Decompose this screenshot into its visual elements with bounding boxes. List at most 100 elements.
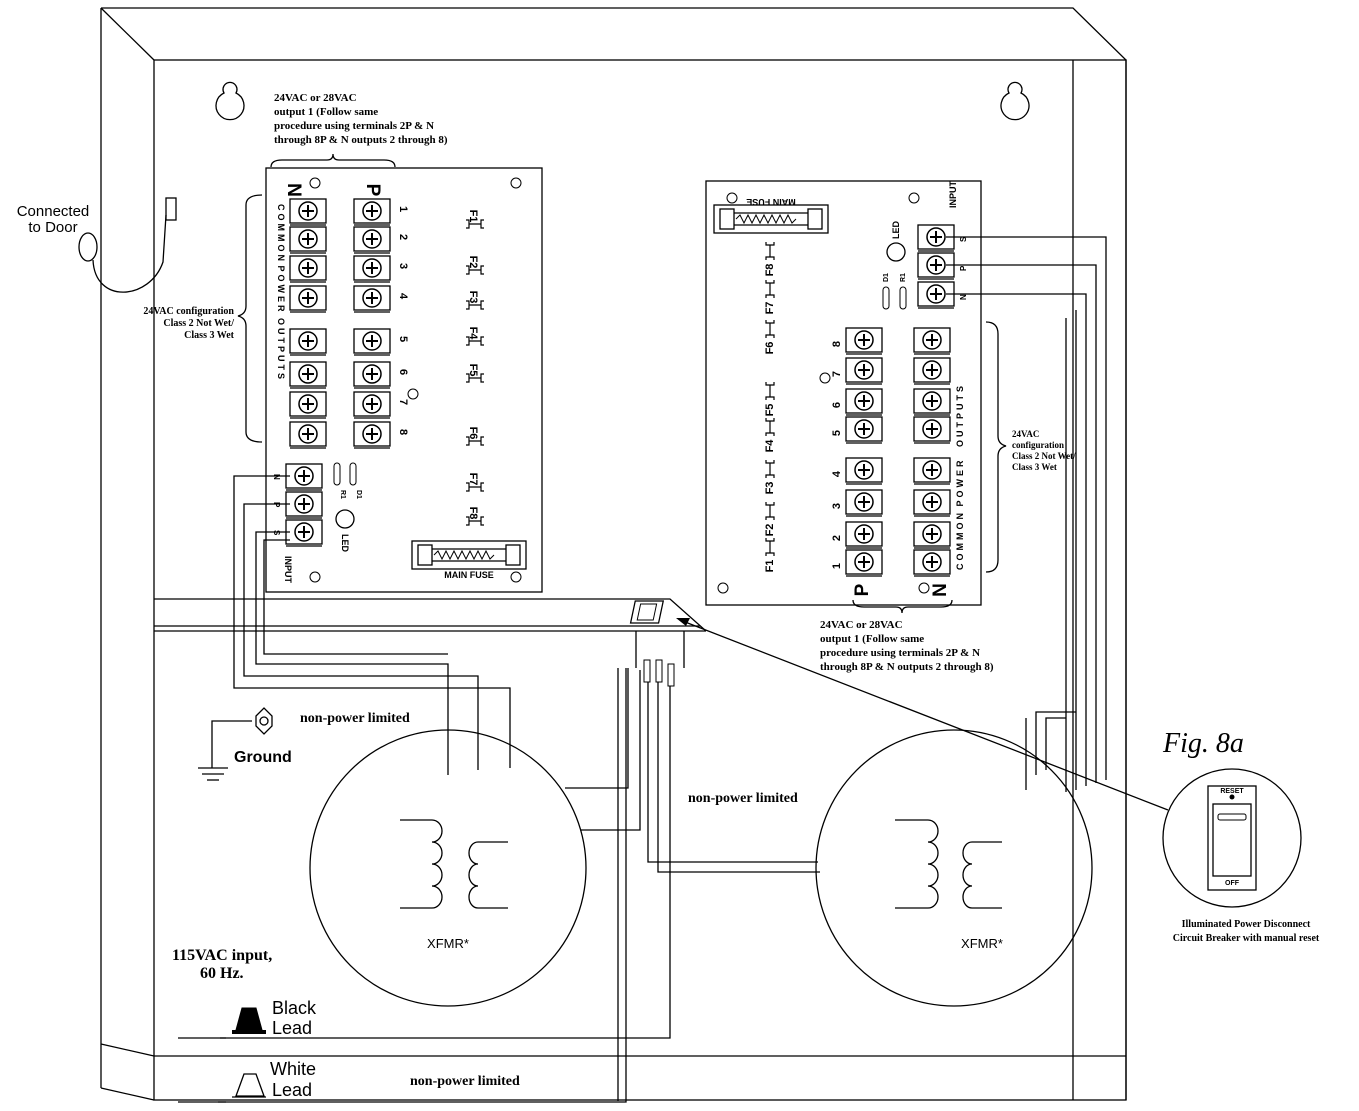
right-p-terminal-4 <box>845 457 883 485</box>
left-p-terminal-2 <box>353 226 391 254</box>
ground-icon <box>198 707 273 781</box>
right-fuse-label-f8: F8 <box>764 264 776 277</box>
left-output-number-3: 3 <box>397 263 409 269</box>
right-fuse-f2 <box>765 502 775 520</box>
right-fuse-f1 <box>765 538 775 556</box>
right-fuse-label-f7: F7 <box>764 302 776 315</box>
right-output-number-1: 1 <box>831 563 843 569</box>
left-power-label: POWER <box>276 265 286 314</box>
transformer-left <box>309 729 587 1007</box>
right-output-number-8: 8 <box>831 341 843 347</box>
connected-label: Connected <box>17 203 90 220</box>
left-fuse-f8 <box>466 516 484 526</box>
left-n-terminal-2 <box>289 226 327 254</box>
left-fuse-label-f6: F6 <box>467 427 479 440</box>
left-output-number-2: 2 <box>397 234 409 240</box>
left-n-terminal-5 <box>289 328 327 356</box>
right-config-line2: configuration <box>1012 440 1064 450</box>
right-p-terminal-5 <box>845 416 883 444</box>
right-input-terminal-1 <box>917 224 955 252</box>
right-fuse-f6 <box>765 320 775 338</box>
xfmr-right-label: XFMR* <box>961 936 1003 951</box>
left-p-terminal-3 <box>353 255 391 283</box>
enclosure <box>100 7 1127 1101</box>
shelf <box>154 598 707 687</box>
left-output-number-1: 1 <box>397 206 409 212</box>
circuit-breaker-icon <box>1162 768 1302 908</box>
left-config-line2: Class 2 Not Wet/ <box>163 318 234 329</box>
left-top-brace <box>270 153 396 168</box>
right-output-number-6: 6 <box>831 402 843 408</box>
left-n-terminal-6 <box>289 361 327 389</box>
left-n-terminal-1 <box>289 198 327 226</box>
left-n-terminal-8 <box>289 421 327 449</box>
black-lead-line1: Black <box>272 998 317 1018</box>
right-output-number-5: 5 <box>831 430 843 436</box>
right-d1-label: D1 <box>883 273 890 282</box>
right-output-number-7: 7 <box>831 371 843 377</box>
right-config-line1: 24VAC <box>1012 429 1039 439</box>
right-fuse-label-f4: F4 <box>764 439 776 453</box>
right-input-terminal-3 <box>917 281 955 309</box>
right-main-fuse-label: MAIN FUSE <box>746 197 796 207</box>
left-d1-label: D1 <box>355 490 362 499</box>
right-n-terminal-4 <box>913 457 951 485</box>
right-p-terminal-7 <box>845 357 883 385</box>
left-input-p-label: P <box>272 502 281 508</box>
right-p-terminal-8 <box>845 327 883 355</box>
left-p-terminal-7 <box>353 391 391 419</box>
right-fuse-label-f1: F1 <box>764 560 776 573</box>
right-input-s-label: S <box>959 236 968 242</box>
left-fuse-label-f7: F7 <box>467 473 479 486</box>
left-fuse-f4 <box>466 336 484 346</box>
right-n-terminal-1 <box>913 549 951 577</box>
right-config-line4: Class 3 Wet <box>1012 462 1057 472</box>
npl-bottom-label: non-power limited <box>410 1074 520 1089</box>
right-input-n-label: N <box>959 294 968 300</box>
right-fuse-f4 <box>765 418 775 436</box>
left-fuse-label-f2: F2 <box>467 256 479 269</box>
left-common-label: COMMON <box>276 204 286 264</box>
right-side-brace <box>985 321 1007 573</box>
left-n-terminal-4 <box>289 285 327 313</box>
right-p-terminal-3 <box>845 489 883 517</box>
right-n-terminal-7 <box>913 357 951 385</box>
xfmr-left-label: XFMR* <box>427 936 469 951</box>
right-bottom-brace <box>852 599 953 614</box>
right-p-label: P <box>852 583 873 596</box>
breaker-line2: Circuit Breaker with manual reset <box>1173 933 1320 944</box>
left-output-number-4: 4 <box>397 293 409 300</box>
white-lead-icon <box>178 1073 266 1103</box>
right-n-terminal-5 <box>913 416 951 444</box>
npl-top-label: non-power limited <box>300 711 410 726</box>
right-led-label: LED <box>891 220 901 239</box>
right-p-terminal-2 <box>845 521 883 549</box>
right-output-number-2: 2 <box>831 535 843 541</box>
right-p-terminal-1 <box>845 549 883 577</box>
left-p-label: P <box>362 184 383 197</box>
wiring <box>218 236 1107 1103</box>
left-input-n-label: N <box>272 474 281 480</box>
left-outputs-label: OUTPUTS <box>276 318 286 382</box>
right-input-terminal-2 <box>917 252 955 280</box>
left-p-terminal-6 <box>353 361 391 389</box>
keyhole-left-icon <box>215 81 245 121</box>
right-common-label: COMMON <box>955 510 965 570</box>
right-output-number-3: 3 <box>831 503 843 509</box>
left-p-terminal-1 <box>353 198 391 226</box>
left-config-line1: 24VAC configuration <box>143 306 234 317</box>
right-n-terminal-2 <box>913 521 951 549</box>
right-fuse-label-f3: F3 <box>764 482 776 495</box>
left-fuse-label-f4: F4 <box>467 327 479 341</box>
left-output-line4: through 8P & N outputs 2 through 8) <box>274 134 448 146</box>
right-fuse-f7 <box>765 280 775 298</box>
right-n-terminal-6 <box>913 388 951 416</box>
right-input-p-label: P <box>959 265 968 271</box>
right-r1-label: R1 <box>900 273 907 282</box>
left-p-terminal-8 <box>353 421 391 449</box>
left-output-number-6: 6 <box>397 369 409 375</box>
left-output-line2: output 1 (Follow same <box>274 106 378 118</box>
left-fuse-f7 <box>466 482 484 492</box>
left-n-terminal-7 <box>289 391 327 419</box>
